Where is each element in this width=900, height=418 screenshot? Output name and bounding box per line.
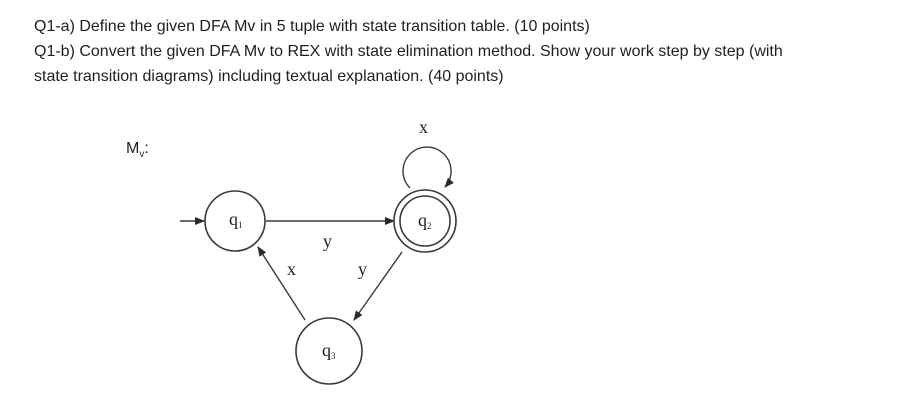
edge-q1-q2-label: y (323, 231, 332, 251)
edge-q3-q1-label: x (287, 259, 296, 279)
machine-name: M (126, 140, 140, 157)
edge-q2-self-label: x (419, 117, 428, 137)
state-q2-label: q2 (418, 210, 432, 231)
state-q3-label: q3 (322, 340, 336, 361)
state-q1-circle (204, 190, 266, 252)
state-q2-base: q (418, 210, 427, 230)
state-q3-sub: 3 (331, 351, 336, 361)
state-q1-label: q1 (229, 209, 243, 230)
edge-q3-q1 (257, 246, 306, 321)
state-q3-base: q (322, 340, 331, 360)
state-q1-base: q (229, 209, 238, 229)
edge-q2-q3 (353, 251, 403, 321)
state-q2-inner-circle (399, 195, 451, 247)
state-q1-sub: 1 (238, 220, 243, 230)
edge-q2-q3-label: y (358, 259, 367, 279)
state-q3-circle (295, 317, 363, 385)
question-text: Q1-a) Define the given DFA Mv in 5 tuple… (34, 14, 884, 89)
question-1b-line-1: Q1-b) Convert the given DFA Mv to REX wi… (34, 43, 783, 60)
machine-suffix: : (144, 140, 149, 157)
state-q2-sub: 2 (427, 221, 432, 231)
question-1b-line-2: state transition diagrams) including tex… (34, 68, 504, 85)
machine-subscript: v (139, 149, 145, 161)
question-1a: Q1-a) Define the given DFA Mv in 5 tuple… (34, 18, 590, 35)
edge-q2-self-loop (402, 146, 454, 189)
machine-label: Mv: (126, 140, 149, 160)
